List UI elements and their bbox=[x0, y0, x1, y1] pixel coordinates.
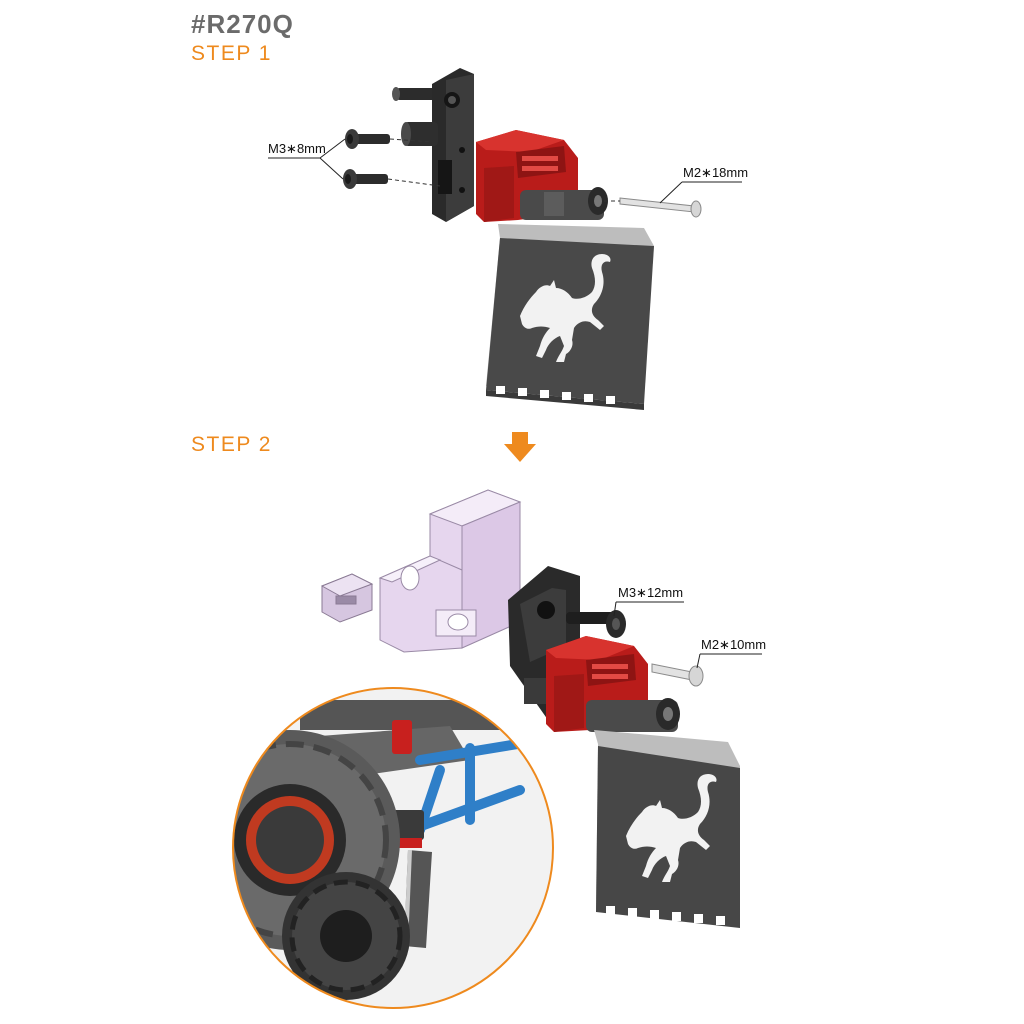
step-2-assembly: M3∗12mm M2∗10mm bbox=[320, 489, 766, 928]
bracket-boss bbox=[401, 122, 438, 146]
red-hinge-mount-step2 bbox=[546, 636, 648, 732]
assembly-guide-lines bbox=[387, 138, 620, 202]
m3-8mm-screw-lower bbox=[343, 169, 388, 189]
mud-flap-step2 bbox=[594, 730, 740, 928]
square-nut bbox=[320, 573, 374, 623]
step-2-title: STEP 2 bbox=[191, 433, 272, 456]
arrow-down-icon bbox=[504, 432, 536, 462]
m2-10mm-label: M2∗10mm bbox=[701, 637, 766, 652]
m3-12mm-screw bbox=[566, 610, 626, 638]
product-code: #R270Q bbox=[191, 9, 294, 39]
m3-8mm-screw-upper bbox=[345, 129, 390, 149]
hinge-barrel-step2 bbox=[586, 698, 680, 732]
m3-12mm-label: M3∗12mm bbox=[618, 585, 683, 600]
m2-18mm-label: M2∗18mm bbox=[683, 165, 748, 180]
step-1-title: STEP 1 bbox=[191, 42, 272, 65]
callout-leaders-step1 bbox=[268, 138, 742, 204]
chassis-block bbox=[378, 489, 522, 653]
installed-photo bbox=[232, 687, 554, 1009]
m2-18mm-pin bbox=[619, 197, 702, 218]
pin-screw-top bbox=[392, 87, 440, 101]
step-1-assembly: M3∗8mm M2∗18mm bbox=[268, 68, 748, 410]
m2-10mm-pin bbox=[651, 663, 704, 687]
black-bracket bbox=[432, 68, 474, 222]
m3-8mm-label: M3∗8mm bbox=[268, 141, 326, 156]
mud-flap-step1 bbox=[486, 224, 654, 410]
hinge-barrel bbox=[520, 187, 608, 220]
callout-leaders-step2 bbox=[613, 601, 762, 669]
